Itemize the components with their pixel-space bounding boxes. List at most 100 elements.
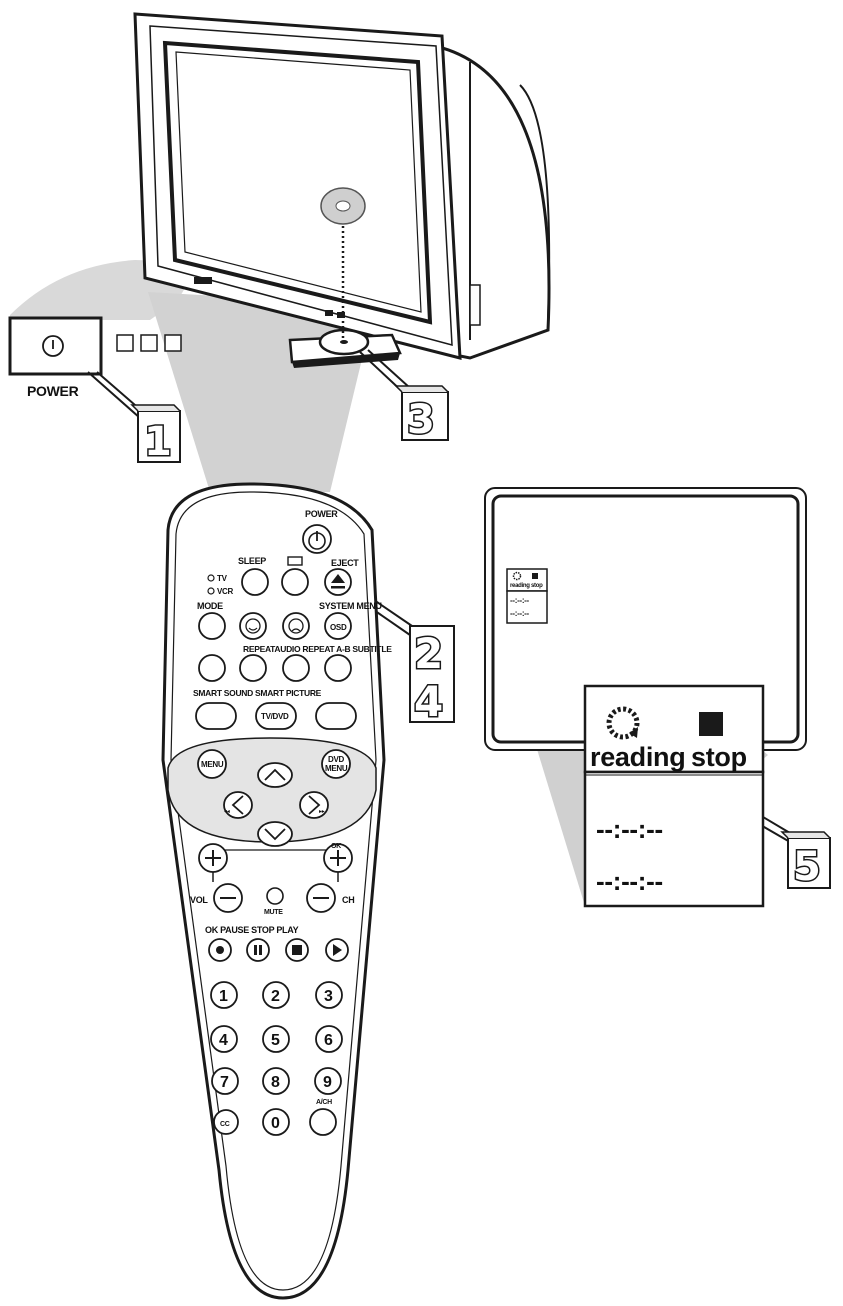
step-callout-2-4: 2 4 — [344, 584, 455, 728]
number-button-0[interactable] — [262, 1108, 290, 1136]
number-button-6[interactable] — [315, 1025, 343, 1053]
mute-label: MUTE — [264, 909, 283, 916]
step-number-5: 5 — [793, 844, 821, 890]
chevron-up-icon — [264, 768, 286, 781]
nav-left-button[interactable]: ◂◂ — [223, 791, 253, 819]
tv-control-button — [164, 334, 182, 352]
ok-top-label: OK — [331, 843, 341, 850]
sleep-button[interactable] — [241, 568, 269, 596]
play-button[interactable] — [325, 938, 349, 962]
smart-sound-button[interactable] — [195, 702, 237, 730]
number-label: 3 — [324, 988, 333, 1005]
stop-button-icon — [292, 945, 302, 955]
smart-picture-button[interactable] — [315, 702, 357, 730]
nav-up-button[interactable] — [257, 762, 293, 788]
power-label: POWER — [27, 383, 79, 399]
number-button-9[interactable] — [314, 1067, 342, 1095]
transport-labels: OK PAUSE STOP PLAY — [205, 925, 299, 935]
tv-set — [133, 12, 551, 368]
tv-dvd-button[interactable] — [255, 702, 297, 730]
smart-labels: SMART SOUND SMART PICTURE — [193, 688, 322, 698]
number-label: 1 — [219, 988, 228, 1005]
eject-icon — [331, 574, 345, 583]
number-label: 0 — [271, 1115, 280, 1132]
audio-button[interactable] — [239, 654, 267, 682]
plus-icon — [205, 850, 221, 866]
pause-icon — [254, 945, 257, 955]
osd-button[interactable] — [324, 612, 352, 640]
number-label: 2 — [271, 988, 280, 1005]
number-button-2[interactable] — [262, 981, 290, 1009]
channel-down-button[interactable] — [306, 883, 336, 913]
repeat-button[interactable] — [198, 654, 226, 682]
number-label: 5 — [271, 1032, 280, 1049]
volume-down-button[interactable] — [213, 883, 243, 913]
eject-label: EJECT — [331, 558, 359, 568]
eject-button[interactable] — [324, 568, 352, 596]
subtitle-button[interactable] — [324, 654, 352, 682]
number-button-8[interactable] — [262, 1067, 290, 1095]
chevron-right-icon — [308, 795, 321, 815]
stop-label: stop — [691, 742, 747, 772]
step-number-4: 4 — [414, 677, 443, 726]
small-reading-label: reading — [510, 583, 530, 589]
aspect-icon — [287, 556, 303, 566]
ach-label: A/CH — [316, 1099, 332, 1106]
number-button-3[interactable] — [315, 981, 343, 1009]
small-stop-label: stop — [531, 583, 543, 589]
number-button-1[interactable] — [210, 981, 238, 1009]
reading-spinner-icon — [606, 706, 640, 740]
aspect-button[interactable] — [281, 568, 309, 596]
tv-control-button — [140, 334, 158, 352]
cc-label: CC — [220, 1121, 230, 1128]
smiley-button[interactable] — [239, 612, 267, 640]
tv-control-button — [116, 334, 134, 352]
mode-label: MODE — [197, 601, 223, 611]
number-button-7[interactable] — [211, 1067, 239, 1095]
nav-right-button[interactable]: ▸▸ — [299, 791, 329, 819]
cc-button[interactable] — [213, 1109, 239, 1135]
dvd-menu-label: MENU — [325, 764, 348, 773]
number-label: 6 — [324, 1032, 333, 1049]
dvd-menu-button[interactable] — [321, 749, 351, 779]
power-button-icon — [42, 335, 64, 357]
mute-button[interactable] — [266, 887, 284, 905]
step-number-1: 1 — [144, 419, 172, 465]
tv-power-panel: POWER — [8, 316, 182, 399]
step-number-2: 2 — [414, 629, 443, 678]
number-button-4[interactable] — [210, 1025, 238, 1053]
smiley-icon — [245, 618, 261, 634]
volume-up-button[interactable] — [198, 843, 228, 873]
remote-power-button[interactable] — [302, 524, 332, 554]
small-time-display: --:--:-- — [510, 596, 530, 605]
number-label: 9 — [323, 1074, 332, 1091]
step-callout-3: 3 — [359, 349, 449, 445]
enlarged-osd: reading stop --:--:-- --:--:-- — [583, 684, 765, 908]
number-label: 7 — [220, 1074, 229, 1091]
chevron-down-icon — [264, 828, 286, 841]
frowny-button[interactable] — [282, 612, 310, 640]
pause-button[interactable] — [246, 938, 270, 962]
step-number-3: 3 — [407, 397, 435, 443]
remote-power-label: POWER — [305, 509, 338, 519]
stop-icon — [699, 712, 723, 736]
ach-button[interactable] — [309, 1108, 337, 1136]
vol-label: VOL — [190, 895, 208, 905]
play-icon — [333, 944, 342, 956]
mode-button[interactable] — [198, 612, 226, 640]
rewind-icon: ◂◂ — [224, 809, 230, 815]
small-time-display: --:--:-- — [510, 609, 530, 618]
record-button[interactable] — [208, 938, 232, 962]
number-label: 8 — [271, 1074, 280, 1091]
nav-down-button[interactable] — [257, 821, 293, 847]
stop-button[interactable] — [285, 938, 309, 962]
tv-mode-label: TV — [217, 574, 228, 583]
menu-label: MENU — [201, 760, 224, 769]
number-button-5[interactable] — [262, 1025, 290, 1053]
number-label: 4 — [219, 1032, 228, 1049]
repeat-ab-button[interactable] — [282, 654, 310, 682]
ch-label: CH — [342, 895, 354, 905]
menu-button[interactable] — [197, 749, 227, 779]
vcr-mode-label: VCR — [217, 587, 234, 596]
